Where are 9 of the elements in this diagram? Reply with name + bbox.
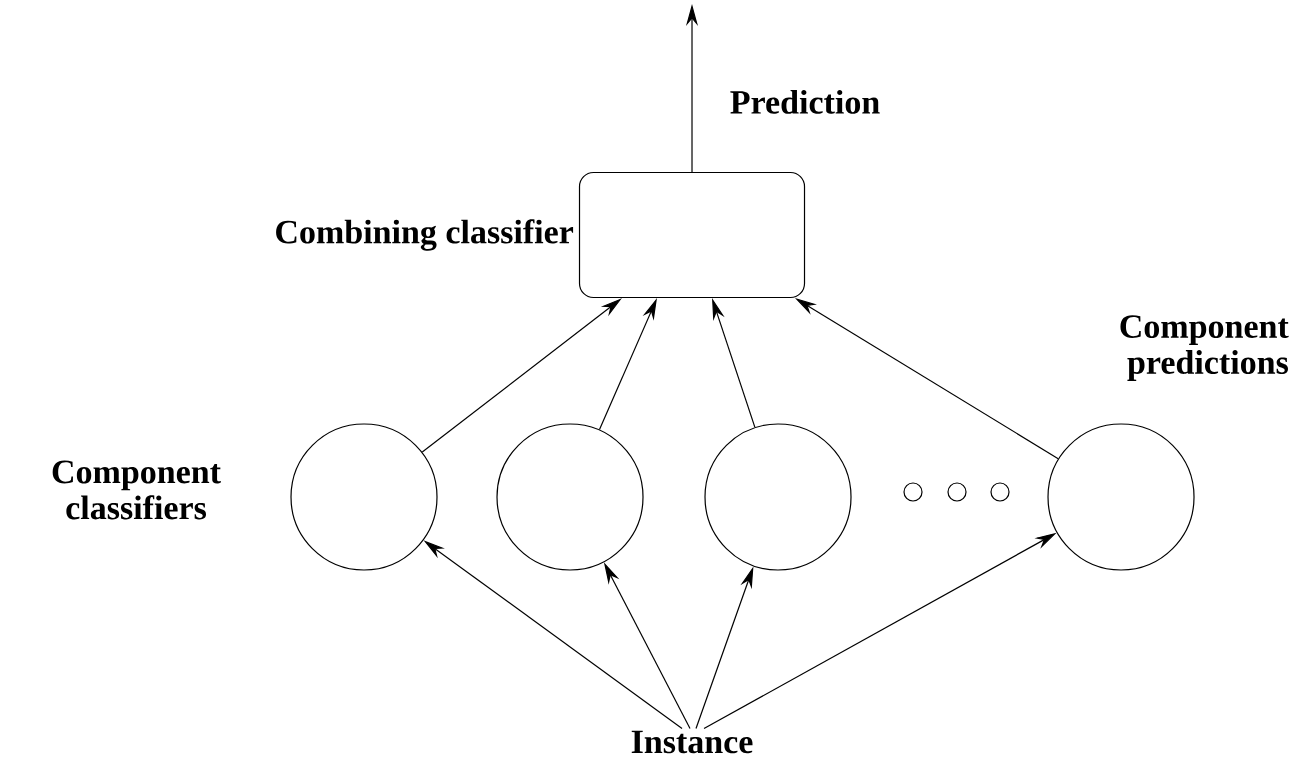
- classifier-circle: [290, 423, 438, 571]
- input-label: Instance: [631, 730, 753, 754]
- box-label: Combining classifier: [276, 219, 574, 251]
- classifier-circle: [704, 423, 852, 571]
- annotation-label: Component predictions: [1120, 315, 1289, 381]
- classifier-circle: [1047, 423, 1195, 571]
- annotation-label: Component classifiers: [52, 460, 221, 520]
- edge-label: Prediction: [730, 89, 880, 114]
- classifier-circle: [496, 423, 644, 571]
